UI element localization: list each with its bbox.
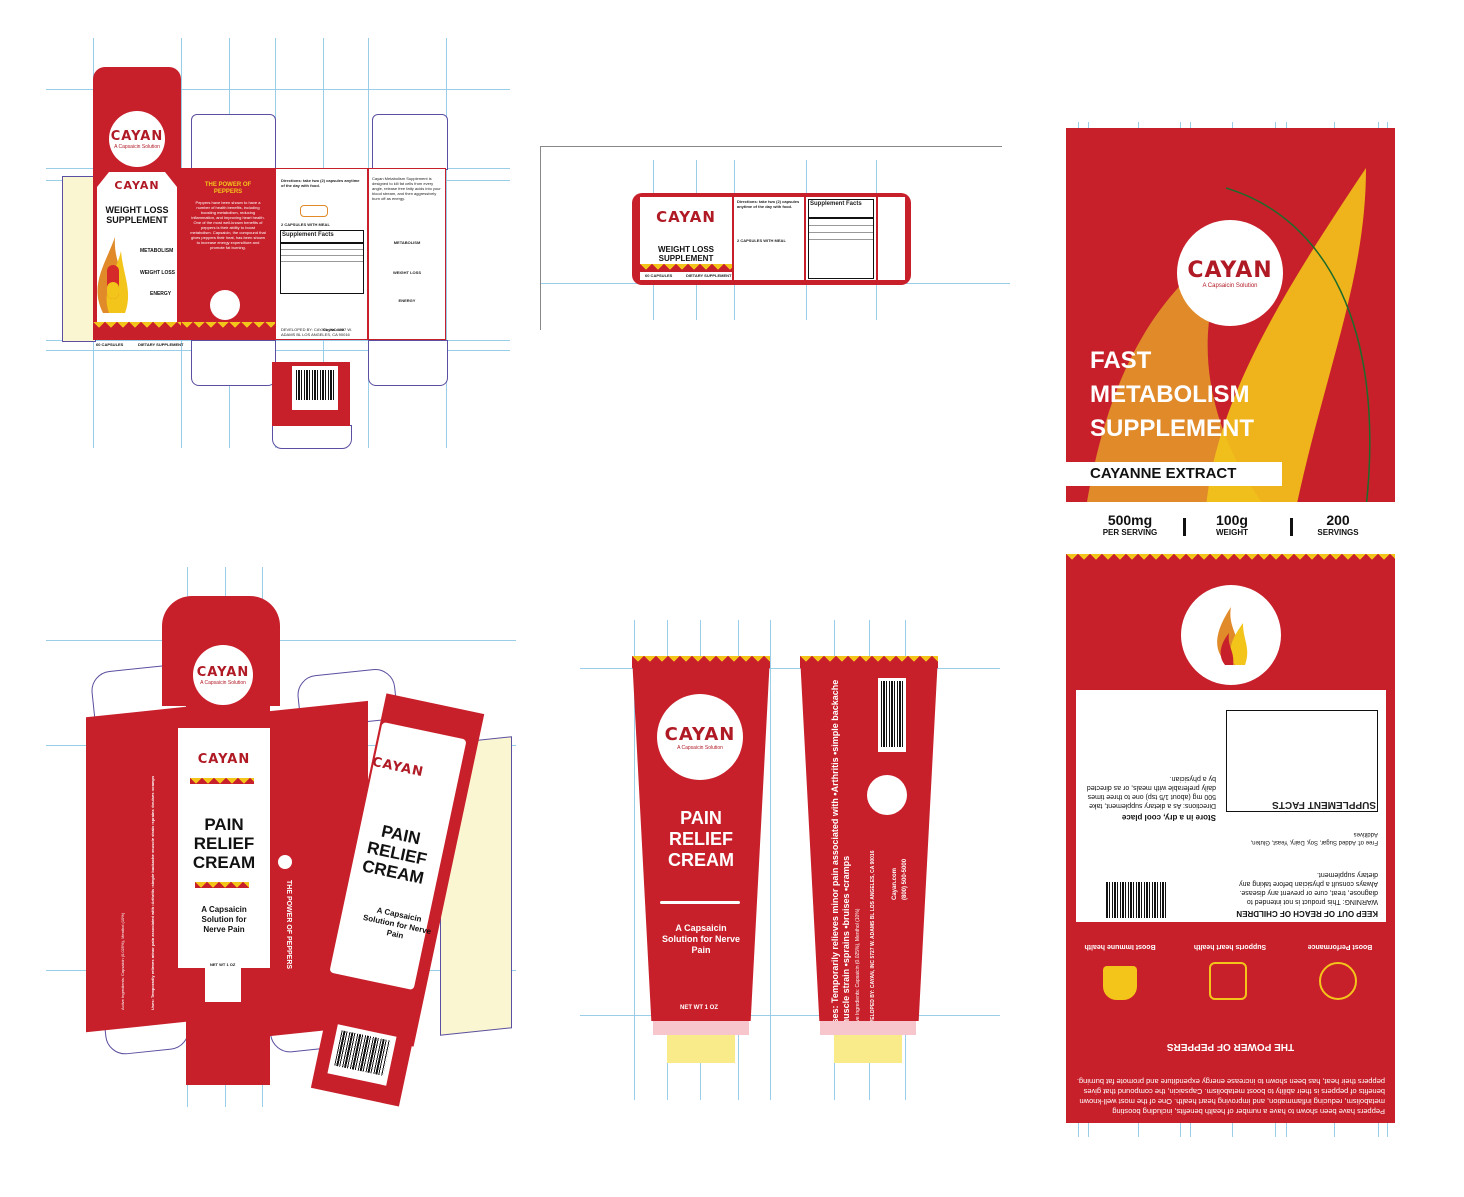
heart-icon bbox=[1209, 962, 1247, 1000]
tube-back-flame-icon bbox=[867, 775, 907, 815]
directions: Directions: take two (2) capsules anytim… bbox=[281, 178, 360, 188]
metabolism-title: FAST METABOLISM SUPPLEMENT bbox=[1090, 347, 1255, 442]
benefit-3: ENERGY bbox=[150, 291, 172, 297]
flame-swoosh bbox=[1086, 168, 1371, 508]
tube-front-subtitle: A Capsaicin Solution for Nerve Pain bbox=[662, 923, 741, 955]
label-directions: Directions: take two (2) capsules anytim… bbox=[737, 199, 800, 209]
label-logo: CAYAN bbox=[656, 208, 716, 226]
cream-uses-side: Uses: Temporarily relieves minor pain as… bbox=[150, 775, 155, 1010]
warning-text: WARNING: This product is not intended to… bbox=[1239, 871, 1378, 905]
flame-graphic bbox=[97, 237, 129, 313]
tube-front-title: PAIN RELIEF CREAM bbox=[668, 808, 734, 870]
cream-front-subtitle: A Capsaicin Solution for Nerve Pain bbox=[201, 905, 247, 934]
label-title: WEIGHT LOSS SUPPLEMENT bbox=[658, 245, 714, 263]
performance-icon bbox=[1319, 962, 1357, 1000]
back-panel bbox=[275, 168, 368, 340]
supplement-type: DIETARY SUPPLEMENT bbox=[138, 342, 184, 347]
store-text: Store in a dry, cool place bbox=[1121, 813, 1216, 822]
metabolism-barcode bbox=[1106, 882, 1166, 918]
cream-flame-icon bbox=[278, 855, 292, 869]
capsule-count: 60 CAPSULES bbox=[96, 342, 124, 347]
tube-back-phone: (800) 500-5000 bbox=[902, 858, 908, 900]
cream-active-side: Active Ingredients: Capsaicin (0.025%), … bbox=[120, 912, 125, 1010]
stat-serving: 500mg PER SERVING bbox=[1102, 512, 1158, 537]
tube-front-cap bbox=[667, 1035, 735, 1063]
shield-icon bbox=[1103, 966, 1137, 1000]
developer: DEVELOPED BY: CAYAN, INC 5727 W. ADAMS B… bbox=[281, 327, 352, 337]
brand-logo: CAYAN A Capsaicin Solution bbox=[109, 111, 165, 167]
barcode bbox=[296, 370, 334, 400]
power-title: THE POWER OF PEPPERS bbox=[204, 182, 252, 195]
supplement-facts-box: SUPPLEMENT FACTS bbox=[1226, 710, 1378, 812]
bottom-tuck bbox=[272, 425, 352, 449]
cream-top-logo: CAYAN A Capsaicin Solution bbox=[193, 645, 253, 705]
front-logo: CAYAN bbox=[114, 179, 160, 192]
cream-side-left bbox=[86, 706, 186, 1033]
product-title: WEIGHT LOSS SUPPLEMENT bbox=[105, 205, 169, 225]
tube-front-logo: CAYAN A Capsaicin Solution bbox=[657, 694, 743, 780]
tube-front-netwt: NET WT 1 OZ bbox=[680, 1005, 718, 1011]
website: Cayan.com bbox=[323, 327, 345, 332]
cream-barcode bbox=[334, 1030, 391, 1076]
metabolism-power-block: THE POWER OF PEPPERS Peppers have been s… bbox=[1076, 1041, 1385, 1116]
tube-back-cap bbox=[834, 1035, 902, 1063]
tube-back-uses: Uses: Temporarily relieves minor pain as… bbox=[830, 679, 851, 1030]
info-panel bbox=[368, 168, 446, 340]
metabolism-flame-icon bbox=[1181, 585, 1281, 685]
cream-power-title: THE POWER OF PEPPERS bbox=[285, 880, 292, 970]
warning-head: KEEP OUT OF REACH OF CHILDREN bbox=[1236, 909, 1378, 918]
supplement-facts-panel: Supplement Facts bbox=[280, 230, 364, 294]
stats-bar bbox=[1066, 502, 1395, 554]
zigzag-band bbox=[93, 322, 181, 332]
power-body: Peppers have been shown to have a number… bbox=[190, 200, 266, 250]
cream-front-title: PAIN RELIEF CREAM bbox=[192, 815, 256, 872]
top-flap-left bbox=[191, 114, 276, 170]
flame-badge-icon bbox=[210, 290, 240, 320]
capsule-icon bbox=[300, 205, 328, 217]
directions-text: Directions: As a dietary supplement, tak… bbox=[1086, 775, 1216, 809]
benefit-icons-row: Boost Performance Supports heart health … bbox=[1066, 930, 1395, 1010]
extract-label: CAYANNE EXTRACT bbox=[1090, 465, 1237, 482]
benefit-2: WEIGHT LOSS bbox=[140, 270, 175, 276]
dose: 2 CAPSULES WITH MEAL bbox=[281, 222, 330, 227]
cream-front-logo: CAYAN bbox=[197, 752, 251, 767]
free-of: Free of: Added Sugar, Soy, Dairy, Yeast,… bbox=[1250, 831, 1378, 845]
bottom-flap-left bbox=[191, 340, 276, 386]
benefit-1: METABOLISM bbox=[140, 248, 174, 254]
label-text: Cayan Metabolism Supplement is designed … bbox=[372, 176, 441, 201]
tube-back-body bbox=[800, 656, 938, 1021]
tube-back-website: Cayan.com bbox=[892, 867, 898, 900]
tube-back-developer: DEVELOPED BY: CAYAN, INC 5727 W. ADAMS B… bbox=[870, 850, 876, 1031]
glue-flap bbox=[62, 176, 96, 342]
bottom-flap-right bbox=[368, 340, 448, 386]
cream-front-netwt: NET WT 1 OZ bbox=[210, 962, 236, 967]
label-facts: Supplement Facts bbox=[808, 199, 874, 279]
stat-weight: 100g WEIGHT bbox=[1216, 512, 1248, 537]
top-flap-right bbox=[372, 114, 448, 170]
label-dose: 2 CAPSULES WITH MEAL bbox=[737, 238, 786, 243]
stat-servings: 200 SERVINGS bbox=[1317, 512, 1359, 537]
metabolism-logo: CAYAN A Capsaicin Solution bbox=[1177, 220, 1283, 326]
tube-barcode bbox=[881, 681, 903, 747]
tube-back-active: Active Ingredients: Capsaicin (0.025%), … bbox=[855, 908, 861, 1030]
